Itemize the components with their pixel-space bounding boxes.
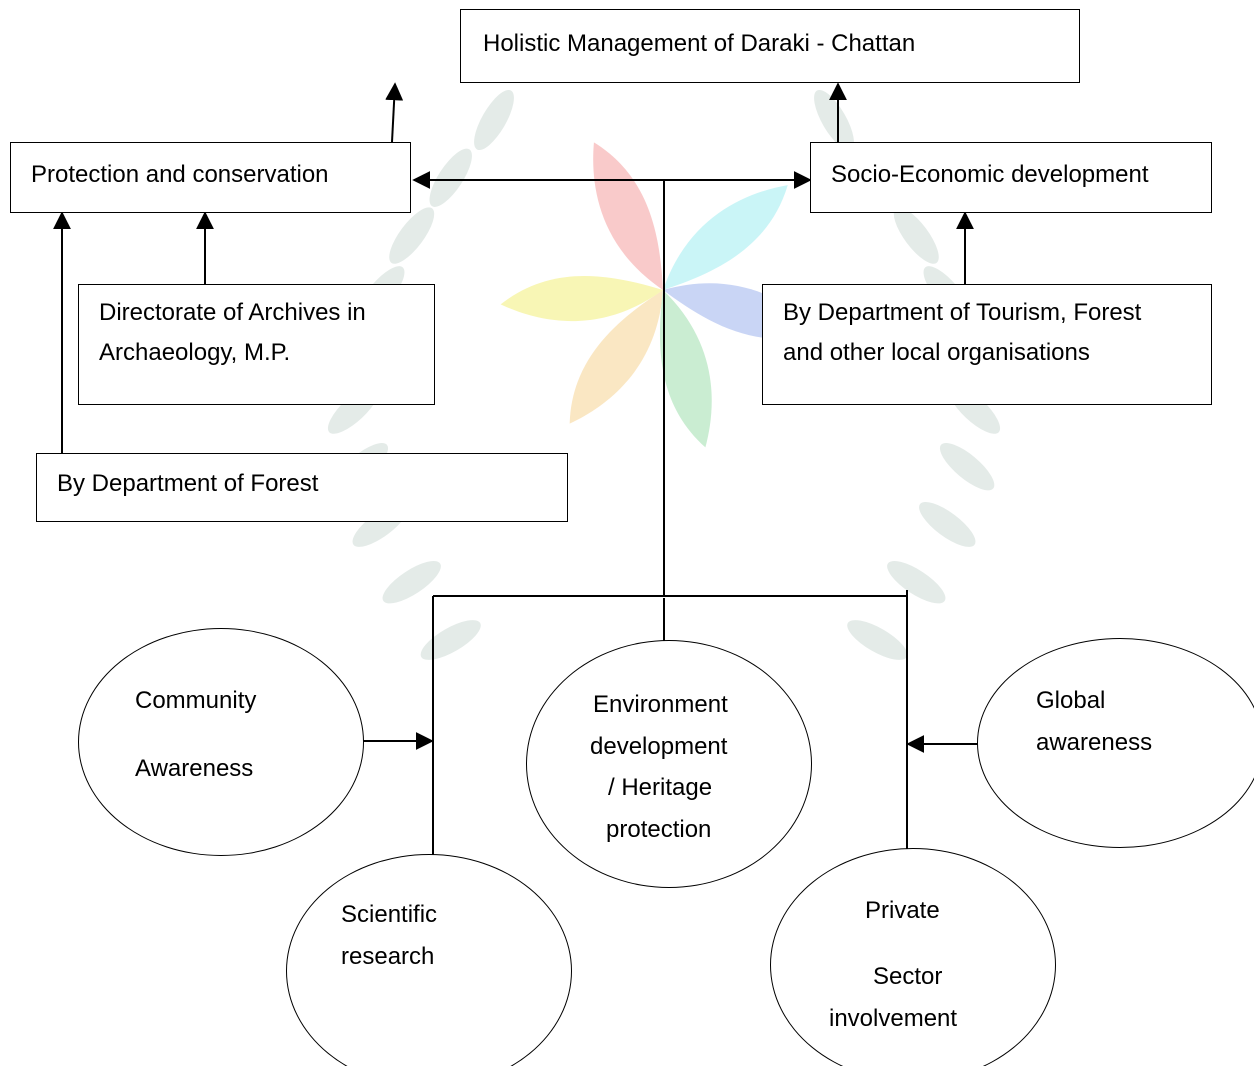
arrow-protection-up — [385, 82, 404, 143]
global-line-2: awareness — [1036, 729, 1153, 756]
laurel-leaf — [847, 620, 908, 660]
scientific-line-1: Scientific — [341, 901, 438, 928]
environment-line-2: development — [590, 733, 728, 760]
global-line-1: Global — [1036, 687, 1106, 714]
environment-line-3: / Heritage — [608, 774, 713, 801]
global-awareness-node: Global awareness — [977, 638, 1254, 848]
tourism-line-2: and other local organisations — [783, 339, 1090, 366]
environment-node: Environment development / Heritage prote… — [526, 640, 812, 888]
laurel-leaf — [474, 89, 514, 151]
forest-box-label: By Department of Forest — [57, 470, 319, 497]
laurel-leaf — [919, 501, 976, 547]
logo-petal — [500, 276, 663, 322]
laurel-leaf — [814, 89, 854, 151]
protection-box: Protection and conservation — [10, 142, 411, 213]
community-awareness-node: Community Awareness — [78, 628, 364, 856]
scientific-line-2: research — [341, 943, 435, 970]
community-line-2: Awareness — [135, 755, 254, 782]
laurel-leaf — [893, 207, 939, 264]
title-box: Holistic Management of Daraki - Chattan — [460, 9, 1080, 83]
logo-petal — [663, 185, 788, 290]
protection-box-label: Protection and conservation — [31, 161, 329, 188]
environment-line-4: protection — [606, 816, 712, 843]
private-line-3: involvement — [829, 1005, 958, 1032]
socio-economic-box-label: Socio-Economic development — [831, 161, 1149, 188]
environment-line-1: Environment — [593, 691, 728, 718]
laurel-leaf — [389, 207, 435, 264]
title-box-label: Holistic Management of Daraki - Chattan — [483, 30, 916, 57]
scientific-research-node: Scientific research — [286, 854, 572, 1066]
forest-box: By Department of Forest — [36, 453, 568, 522]
tourism-box: By Department of Tourism, Forest and oth… — [762, 284, 1212, 405]
socio-economic-box: Socio-Economic development — [810, 142, 1212, 213]
community-line-1: Community — [135, 687, 257, 714]
directorate-box: Directorate of Archives in Archaeology, … — [78, 284, 435, 405]
logo-petal — [569, 290, 663, 424]
private-line-2: Sector — [873, 963, 943, 990]
private-line-1: Private — [865, 897, 940, 924]
laurel-leaf — [382, 561, 441, 604]
logo-petal — [659, 290, 712, 448]
laurel-leaf — [887, 561, 946, 604]
laurel-leaf — [420, 620, 481, 660]
directorate-line-2: Archaeology, M.P. — [99, 339, 291, 366]
tourism-line-1: By Department of Tourism, Forest — [783, 299, 1142, 326]
laurel-leaf — [939, 442, 995, 491]
private-sector-node: Private Sector involvement — [770, 848, 1056, 1066]
directorate-line-1: Directorate of Archives in — [99, 299, 366, 326]
